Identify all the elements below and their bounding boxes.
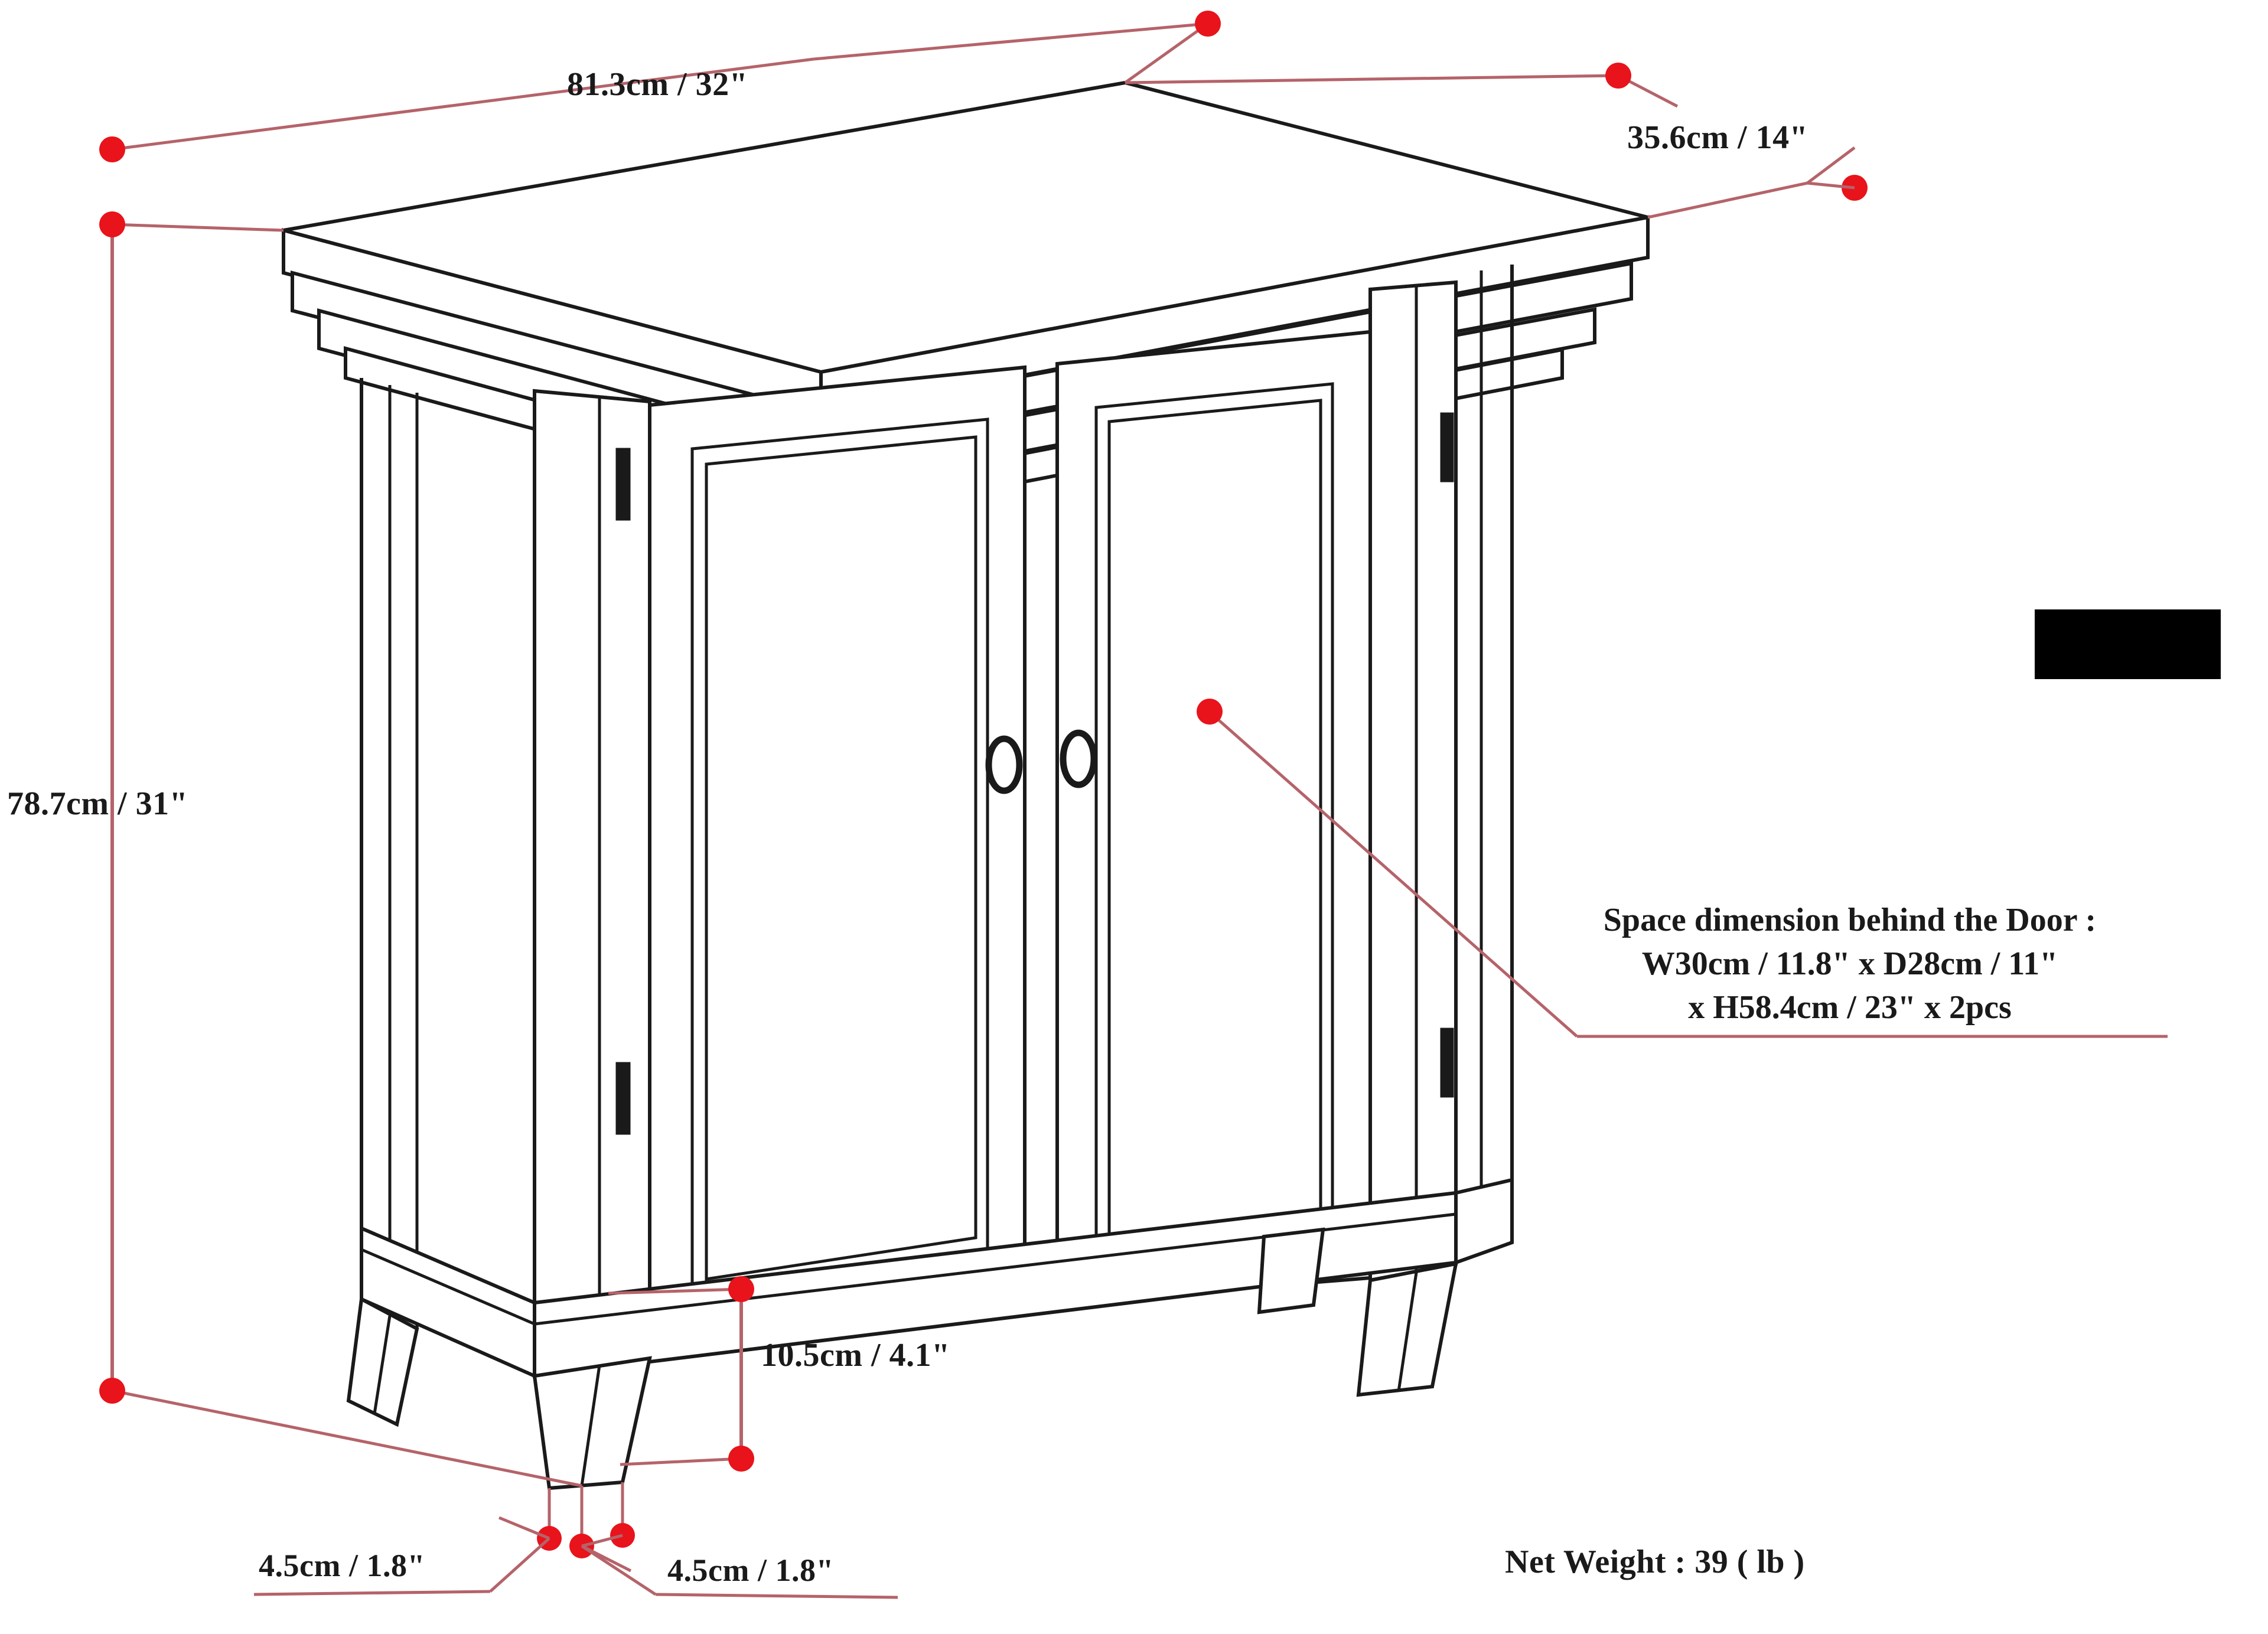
- depth-dot-upper: [1605, 63, 1631, 89]
- callout-dot: [1197, 699, 1223, 725]
- hinge-right-upper-icon: [1440, 412, 1454, 482]
- leg-left-label-underline: [253, 1590, 491, 1596]
- leg-back-right: [1257, 1227, 1325, 1315]
- dimension-annotations: [99, 11, 2168, 1599]
- leg-thickness-right-label: 4.5cm / 1.8": [667, 1553, 834, 1588]
- leg-left-arrow-tick: [498, 1516, 550, 1540]
- leg-thickness-left-label: 4.5cm / 1.8": [259, 1548, 425, 1583]
- clearance-dot-top: [728, 1276, 754, 1302]
- callout-line-1: Space dimension behind the Door :: [1603, 902, 2097, 938]
- net-weight-label: Net Weight : 39 ( lb ): [1505, 1544, 1805, 1580]
- clearance-ext-bottom: [620, 1457, 742, 1466]
- height-ext-top: [112, 223, 284, 232]
- cabinet-body: [282, 80, 1650, 1491]
- leg-right-arrow-tick: [581, 1544, 632, 1573]
- callout-line-3: x H58.4cm / 23" x 2pcs: [1688, 989, 2012, 1026]
- clearance-dot-bottom: [728, 1446, 754, 1472]
- color-swatch: [2035, 609, 2221, 679]
- door-left-panel-inner: [705, 435, 977, 1281]
- callout-line-2: W30cm / 11.8" x D28cm / 11": [1641, 945, 2058, 982]
- height-dimension-label: 78.7cm / 31": [7, 785, 188, 822]
- depth-leader-lower-2: [1806, 146, 1856, 184]
- height-dot-top: [99, 211, 125, 237]
- depth-leader-lower-3: [1807, 181, 1855, 190]
- leg-right-label-underline: [655, 1593, 898, 1599]
- leg-left-label-leader: [489, 1537, 550, 1593]
- cabinet-post-front-left: [533, 389, 651, 1378]
- width-dot-right: [1195, 11, 1221, 37]
- depth-leader-upper: [1125, 74, 1619, 84]
- width-leader-to-corner: [1124, 22, 1209, 84]
- width-dot-left: [99, 136, 125, 162]
- callout-leader-diagonal: [1213, 715, 1578, 1038]
- leg-dot-connector: [581, 1534, 623, 1548]
- hinge-left-lower-icon: [615, 1062, 631, 1135]
- leg-front-right-edge: [1397, 1272, 1418, 1392]
- space-behind-door-callout: Space dimension behind the Door : W30cm …: [1555, 899, 2145, 1030]
- leg-back-left-edge: [373, 1315, 392, 1414]
- leg-back-left-outline: [347, 1299, 363, 1401]
- height-ext-bottom: [112, 1389, 582, 1488]
- door-knob-right[interactable]: [1060, 729, 1097, 788]
- width-leader-left: [112, 57, 814, 151]
- width-leader-left-2: [813, 22, 1208, 61]
- depth-dimension-label: 35.6cm / 14": [1627, 119, 1808, 156]
- hinge-right-lower-icon: [1440, 1028, 1454, 1098]
- door-right[interactable]: [1055, 330, 1372, 1305]
- cabinet-right-side-panel: [1454, 257, 1514, 1264]
- depth-leader-lower: [1647, 181, 1808, 219]
- leg-clearance-dimension-label: 10.5cm / 4.1": [761, 1337, 950, 1374]
- width-dimension-label: 81.3cm / 32": [567, 66, 748, 103]
- door-knob-left[interactable]: [985, 735, 1023, 794]
- cabinet-bottom-apron-right: [1454, 1178, 1514, 1266]
- height-dot-bottom: [99, 1378, 125, 1404]
- leg-front-left-edge: [580, 1365, 601, 1486]
- leg-right-label-leader: [581, 1544, 657, 1596]
- cabinet-bottom-apron-left-line: [361, 1248, 535, 1326]
- hinge-left-upper-icon: [615, 448, 631, 521]
- cabinet-left-side-panel: [360, 304, 536, 1373]
- clearance-ext-top: [608, 1287, 742, 1295]
